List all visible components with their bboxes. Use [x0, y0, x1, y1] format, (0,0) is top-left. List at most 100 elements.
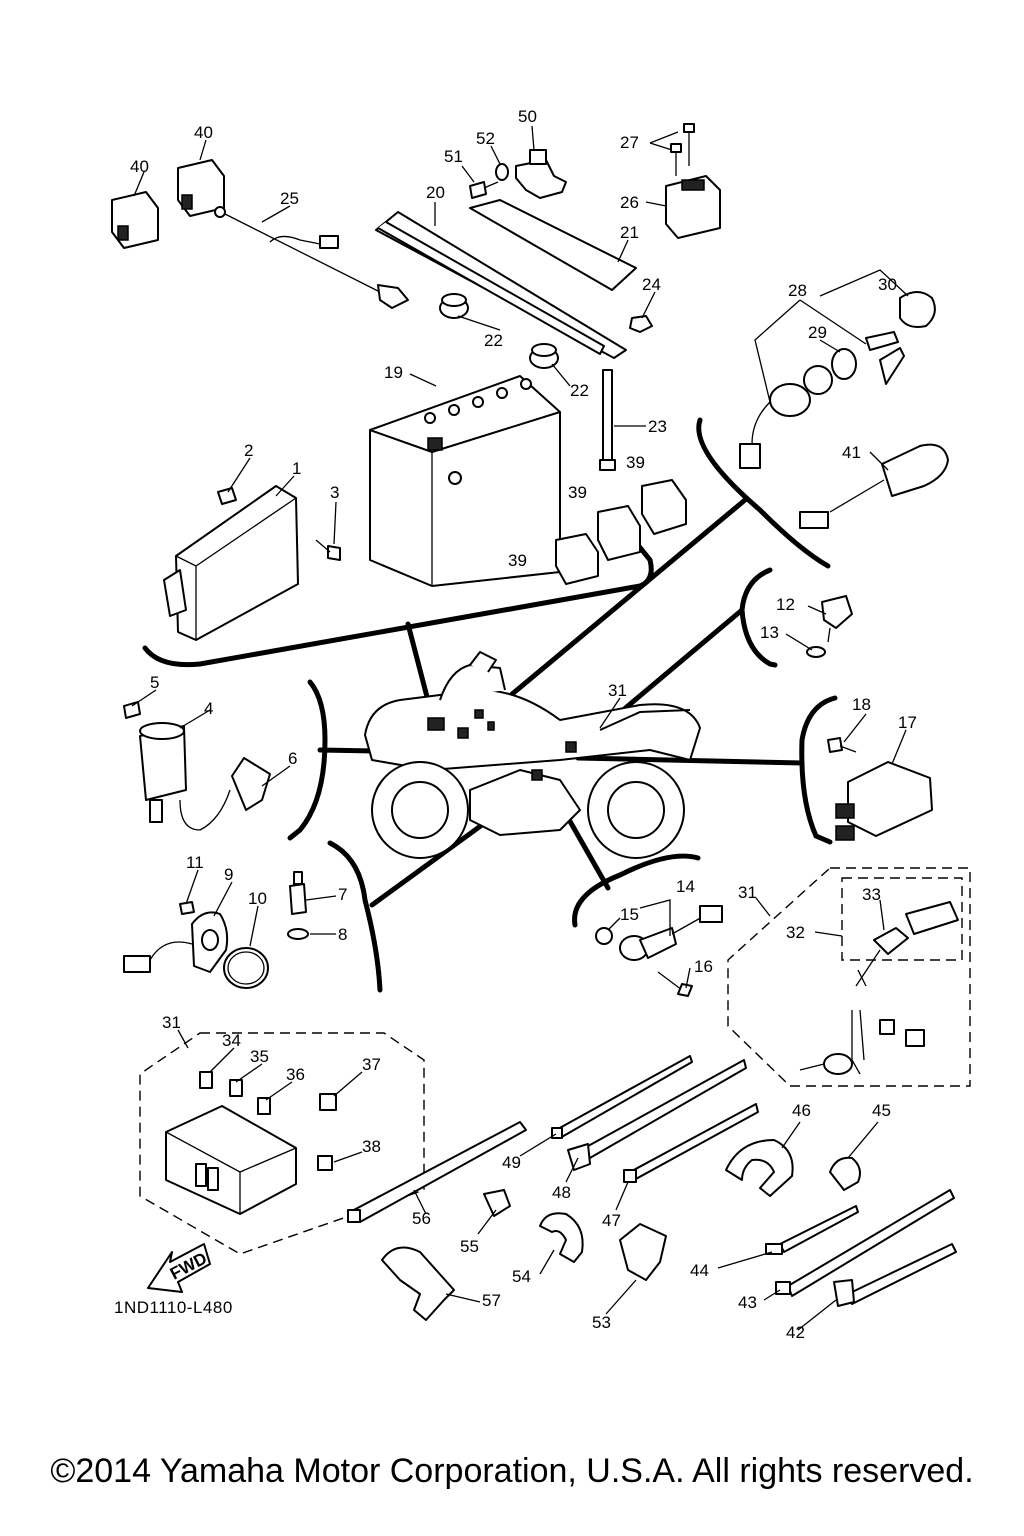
clamp-53	[619, 1223, 667, 1281]
clamp-54	[539, 1212, 584, 1263]
clamp-45	[829, 1156, 861, 1191]
battery-cover-21	[469, 199, 637, 291]
bolt-5	[123, 701, 141, 719]
callout-39-top: 39	[626, 453, 645, 472]
cable-tie-56	[347, 1121, 527, 1223]
callout-43: 43	[738, 1293, 757, 1312]
callout-16: 16	[694, 957, 713, 976]
relay-39-b	[597, 505, 641, 561]
screw-11	[179, 901, 195, 915]
callout-12: 12	[776, 595, 795, 614]
ecu-1	[163, 485, 299, 641]
cable-tie-44	[765, 1205, 859, 1255]
washer-8	[287, 928, 309, 940]
callout-30: 30	[878, 275, 897, 294]
callout-31-vehicle: 31	[608, 681, 627, 700]
copyright-notice: ©2014 Yamaha Motor Corporation, U.S.A. A…	[50, 1452, 974, 1490]
bolts-27	[670, 123, 695, 176]
diagram-code: 1ND1110-L480	[114, 1298, 233, 1317]
callout-17: 17	[898, 713, 917, 732]
callout-44: 44	[690, 1261, 709, 1280]
wire-lead-25	[214, 206, 409, 309]
callout-13: 13	[760, 623, 779, 642]
callout-35: 35	[250, 1047, 269, 1066]
washer-52	[495, 163, 509, 181]
callout-54: 54	[512, 1267, 531, 1286]
callout-25: 25	[280, 189, 299, 208]
relay-39-a	[641, 479, 687, 535]
relay-40-left	[111, 191, 159, 249]
plug-cap-6	[179, 757, 271, 831]
key-30	[865, 291, 936, 385]
callout-22-lower: 22	[570, 381, 589, 400]
callout-38: 38	[362, 1137, 381, 1156]
cable-tie-42	[833, 1243, 957, 1307]
callout-39-middle: 39	[568, 483, 587, 502]
screw-2	[217, 487, 237, 505]
clamp-46	[725, 1139, 794, 1197]
callout-27: 27	[620, 133, 639, 152]
cable-tie-48	[567, 1059, 747, 1171]
callout-26: 26	[620, 193, 639, 212]
ignition-coil-4	[139, 722, 187, 823]
o-ring-10	[223, 947, 269, 989]
cable-tie-49	[551, 1055, 693, 1139]
callout-56: 56	[412, 1209, 431, 1228]
callout-23: 23	[648, 417, 667, 436]
callout-47: 47	[602, 1211, 621, 1230]
nut-24	[629, 315, 653, 333]
callout-46: 46	[792, 1101, 811, 1120]
bolt-23	[599, 369, 616, 471]
screw-3	[315, 539, 341, 561]
callout-57: 57	[482, 1291, 501, 1310]
callout-2: 2	[244, 441, 253, 460]
callout-50: 50	[518, 107, 537, 126]
callout-37: 37	[362, 1055, 381, 1074]
clamp-55	[483, 1189, 511, 1217]
callout-1: 1	[292, 459, 301, 478]
callout-15: 15	[620, 905, 639, 924]
callout-24: 24	[642, 275, 661, 294]
relay-39-c	[555, 533, 599, 585]
callout-10: 10	[248, 889, 267, 908]
cable-tie-47	[623, 1103, 759, 1183]
callout-49: 49	[502, 1153, 521, 1172]
leader-lines	[131, 125, 909, 1331]
bolt-16	[657, 971, 693, 997]
callout-20: 20	[426, 183, 445, 202]
callout-31-harness: 31	[738, 883, 757, 902]
callout-9: 9	[224, 865, 233, 884]
callout-labels: 1 2 3 4 5 6 7 8 9 10 11 12 13 14 15 16 1…	[130, 107, 917, 1342]
callout-48: 48	[552, 1183, 571, 1202]
callout-34: 34	[222, 1031, 241, 1050]
fuse-box-detail	[139, 1032, 425, 1255]
callout-28: 28	[788, 281, 807, 300]
callout-4: 4	[204, 699, 213, 718]
callout-53: 53	[592, 1313, 611, 1332]
nut-29	[831, 348, 857, 380]
switch-7	[289, 871, 307, 915]
callout-6: 6	[288, 749, 297, 768]
o-ring-15	[595, 927, 613, 945]
callout-36: 36	[286, 1065, 305, 1084]
callout-21: 21	[620, 223, 639, 242]
callout-40-left: 40	[130, 157, 149, 176]
fwd-arrow: FWD	[147, 1243, 211, 1293]
damper-22-right	[529, 343, 559, 369]
battery-bracket-20	[375, 211, 627, 359]
callout-8: 8	[338, 925, 347, 944]
starter-relay-50	[515, 149, 567, 199]
sensor-14	[619, 905, 723, 961]
rectifier-regulator-17	[835, 761, 933, 841]
callout-45: 45	[872, 1101, 891, 1120]
callout-42: 42	[786, 1323, 805, 1342]
callout-31-fusebox: 31	[162, 1013, 181, 1032]
callout-22-upper: 22	[484, 331, 503, 350]
battery-19	[369, 375, 561, 587]
callout-41: 41	[842, 443, 861, 462]
socket-41	[799, 443, 949, 529]
main-switch-28	[739, 365, 833, 469]
bolt-18	[827, 737, 857, 753]
callout-40-right: 40	[194, 123, 213, 142]
